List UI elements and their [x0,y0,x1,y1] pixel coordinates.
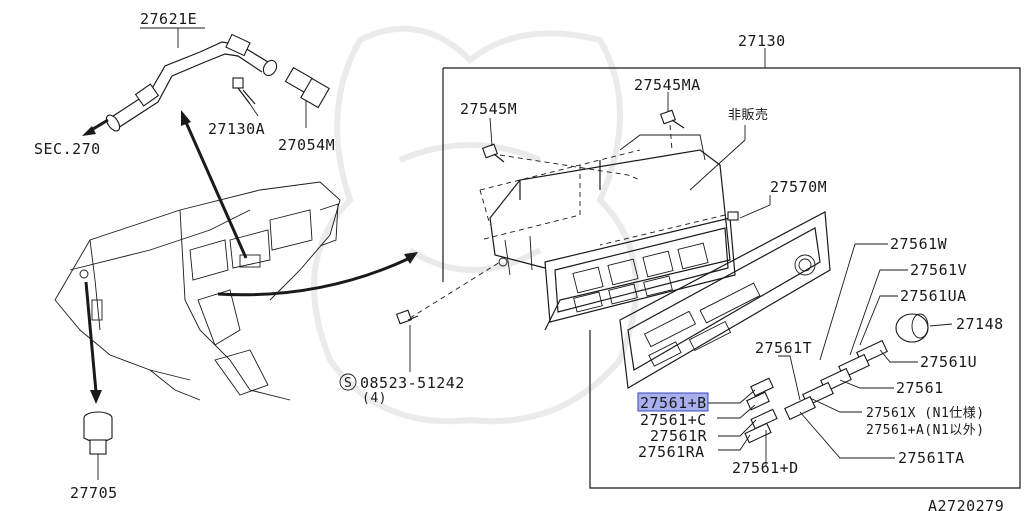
label-27148: 27148 [956,315,1004,333]
screw-08523 [395,309,419,372]
bolt-27130A [232,77,259,117]
label-27130A: 27130A [208,120,265,138]
screw-symbol-circle [339,373,357,391]
label-27561V: 27561V [910,261,967,279]
label-27545M: 27545M [460,100,517,118]
label-27561plusD: 27561+D [732,459,799,477]
label-27561: 27561 [896,379,944,397]
label-27705: 27705 [70,484,118,502]
label-screw-number: 08523-51242 [360,374,465,392]
label-screw-qty: (4) [362,391,387,406]
arrow-to-assembly [217,252,418,297]
sensor-27705 [83,411,113,480]
label-27561T: 27561T [755,339,812,357]
label-27130: 27130 [738,32,786,50]
label-27561TA: 27561TA [898,449,965,467]
label-27570M: 27570M [770,178,827,196]
highlight-box [637,392,709,412]
drawing-id: A2720279 [928,497,1004,511]
label-27561plusA: 27561+A(N1以外) [866,423,985,438]
label-27561UA: 27561UA [900,287,967,305]
label-27561W: 27561W [890,235,948,253]
screw-27545MA [659,92,685,129]
label-27561plusC: 27561+C [640,411,707,429]
label-sec270: SEC.270 [34,140,101,158]
construction-lines [409,124,726,319]
label-27054M: 27054M [278,136,335,154]
label-27561R: 27561R [650,427,708,445]
label-27561RA: 27561RA [638,443,705,461]
knob-27148 [895,313,953,343]
label-not-for-sale: 非販売 [728,107,769,123]
arrow-sec270 [82,118,109,136]
buttons-cluster [744,339,888,444]
arrow-to-hose [181,110,248,259]
label-27621E: 27621E [140,10,197,28]
watermark [311,25,639,425]
assembly-box [443,67,1021,489]
arrow-to-27705 [84,281,102,404]
label-27561plusB: 27561+B [640,394,707,412]
screw-27545M [481,117,505,163]
label-27545MA: 27545MA [634,76,701,94]
leader-lines [708,243,918,466]
control-unit [489,134,736,331]
label-27561U: 27561U [920,353,977,371]
hose-assembly [105,27,278,132]
screw-symbol: S [344,376,352,391]
bezel-27570M [619,195,831,389]
sensor-27054M [284,66,330,128]
label-27561X: 27561X (N1仕様) [866,406,985,421]
